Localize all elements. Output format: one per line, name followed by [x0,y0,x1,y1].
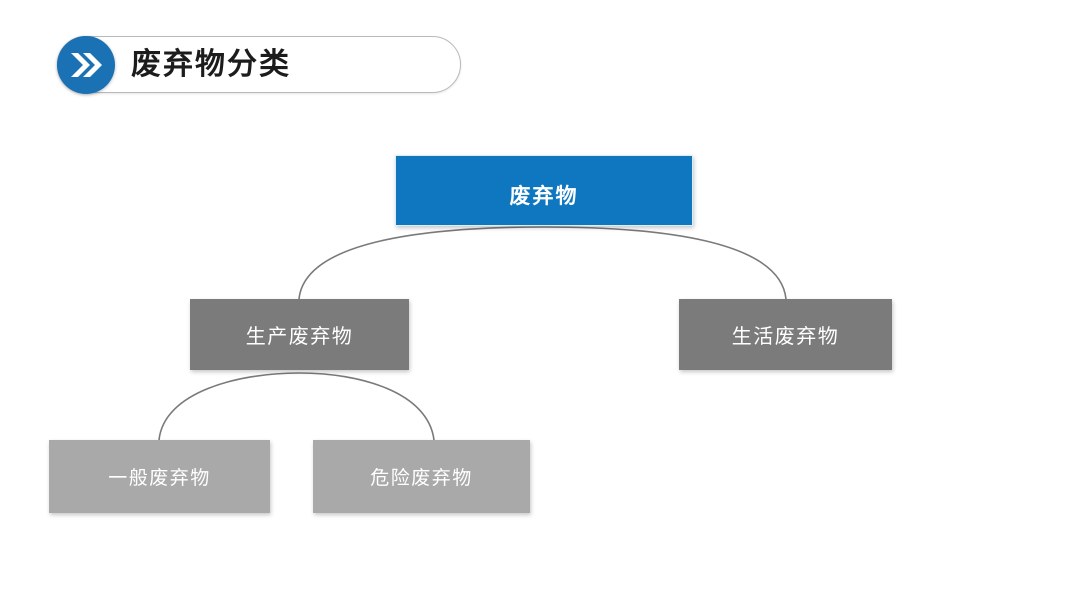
double-chevron-right-icon [57,36,115,94]
tree-node-production-waste[interactable]: 生产废弃物 [190,299,409,370]
tree-node-root[interactable]: 废弃物 [395,155,693,226]
edge-production-to-children [158,372,435,441]
tree-node-general-waste[interactable]: 一般废弃物 [49,440,270,513]
title-pill [57,36,461,93]
page-title: 废弃物分类 [131,48,291,81]
edge-root-to-children [298,226,787,300]
tree-node-hazardous-waste[interactable]: 危险废弃物 [313,440,530,513]
tree-node-domestic-waste[interactable]: 生活废弃物 [679,299,892,370]
